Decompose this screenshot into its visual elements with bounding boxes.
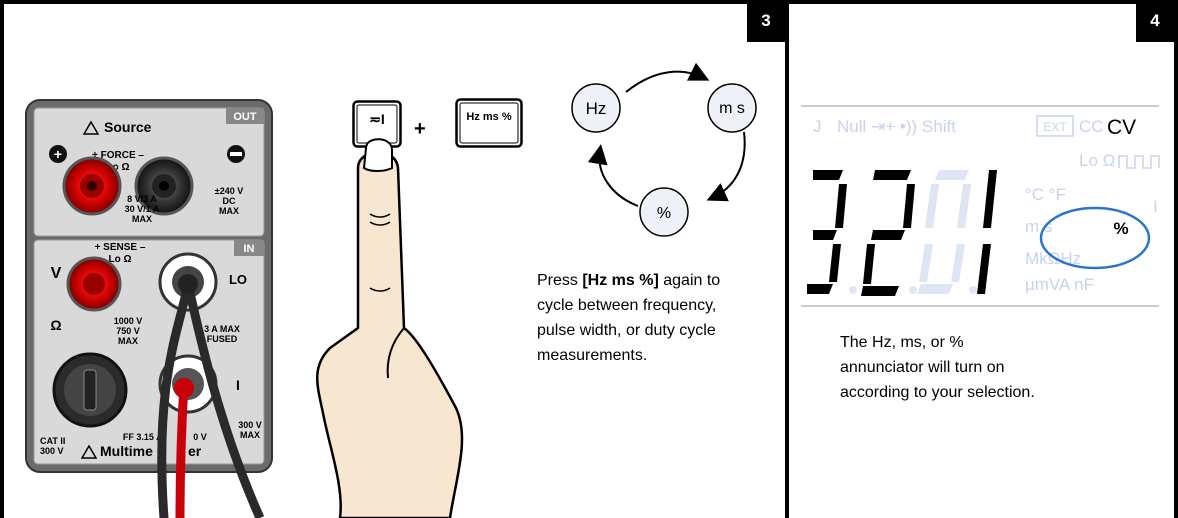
cycle-pct: % <box>657 205 671 222</box>
fuse-label: FF 3.15 A/ <box>123 432 166 442</box>
lcd-deg: °C °F <box>1025 185 1066 204</box>
step4-line-1: The Hz, ms, or % <box>840 334 964 351</box>
acdc-key-label: ≂I <box>369 111 385 127</box>
out-label: OUT <box>233 111 257 123</box>
multimeter-label: Multime <box>100 443 153 459</box>
step4-line-2: annunciator will turn on <box>840 359 1005 376</box>
caption-key: [Hz ms %] <box>582 272 659 289</box>
multimeter-front-illustration: OUT IN Source + FORCE – Lo Ω + 8 V/3 A 3… <box>25 99 273 518</box>
acdc-key: ≂I <box>352 100 402 148</box>
hz-ms-pct-cycle-diagram: Hz m s % <box>571 62 757 237</box>
lcd-pct: % <box>1113 219 1128 238</box>
hz-key-label: Hz ms % <box>466 111 511 123</box>
force-lo-label: Lo Ω <box>106 162 129 173</box>
step-3-caption: Press [Hz ms %] again to cycle between f… <box>537 268 777 368</box>
source-rating-3: MAX <box>132 214 152 224</box>
dc-rating-2: DC <box>223 196 236 206</box>
step-4-badge: 4 <box>1136 0 1174 42</box>
input-rating-3: MAX <box>118 336 138 346</box>
lcd-cv: CV <box>1107 116 1136 139</box>
lcd-unit-row: µmVA nF <box>1025 275 1094 294</box>
amp-rating-2: FUSED <box>207 334 238 344</box>
step-3-panel <box>0 0 789 518</box>
pointing-finger-illustration <box>316 138 464 518</box>
plus-sign: + <box>414 118 426 140</box>
lcd-top-row: Null ⇥+ •)) Shift <box>837 117 956 136</box>
lcd-lo-ohm: Lo Ω <box>1079 151 1115 170</box>
source-rating-1: 8 V/3 A <box>127 194 157 204</box>
caption-pre: Press <box>537 272 583 289</box>
fuse-label-2: 0 V <box>193 432 207 442</box>
step-3-badge: 3 <box>747 0 785 42</box>
lo-label: LO <box>229 272 247 287</box>
sense-lo-label: Lo Ω <box>108 254 131 265</box>
svg-text:+: + <box>54 146 62 162</box>
max-300-label-1: 300 V <box>238 420 262 430</box>
input-rating-1: 1000 V <box>114 316 143 326</box>
lcd-ms-row: m s <box>1025 217 1052 236</box>
caption-line-4: measurements. <box>537 347 648 364</box>
dc-rating-1: ±240 V <box>215 186 243 196</box>
step-4-panel <box>789 0 1178 518</box>
step-4-caption: The Hz, ms, or % annunciator will turn o… <box>840 330 1140 405</box>
lcd-display-illustration: J Null ⇥+ •)) Shift EXT CC CV Lo Ω °C °F… <box>801 105 1160 307</box>
dc-rating-3: MAX <box>219 206 239 216</box>
caption-line-3: pulse width, or duty cycle <box>537 322 716 339</box>
step4-line-3: according to your selection. <box>840 384 1035 401</box>
sense-label: + SENSE – <box>95 242 146 253</box>
lcd-cc: CC <box>1079 117 1104 136</box>
caption-post: again to <box>658 272 721 289</box>
cat-label-2: 300 V <box>40 446 64 456</box>
lcd-left-fragment: J <box>813 117 822 136</box>
lcd-right-fragment: I <box>1153 197 1158 216</box>
max-300-label-2: MAX <box>240 430 260 440</box>
cat-label-1: CAT II <box>40 436 65 446</box>
ohm-label: Ω <box>50 317 61 333</box>
multimeter-label-2: er <box>188 443 202 459</box>
lcd-ext: EXT <box>1043 120 1067 134</box>
caption-line-2: cycle between frequency, <box>537 297 717 314</box>
in-label: IN <box>244 243 255 255</box>
amp-rating-1: 3 A MAX <box>204 324 240 334</box>
hz-ms-pct-key: Hz ms % <box>455 98 523 148</box>
input-rating-2: 750 V <box>116 326 140 336</box>
v-label: V <box>51 265 62 282</box>
i-label: I <box>236 377 240 393</box>
force-label: + FORCE – <box>92 150 144 161</box>
source-rating-2: 30 V/1 A <box>125 204 160 214</box>
cycle-ms: m s <box>719 100 745 117</box>
source-label: Source <box>104 119 152 135</box>
cycle-hz: Hz <box>586 99 607 118</box>
